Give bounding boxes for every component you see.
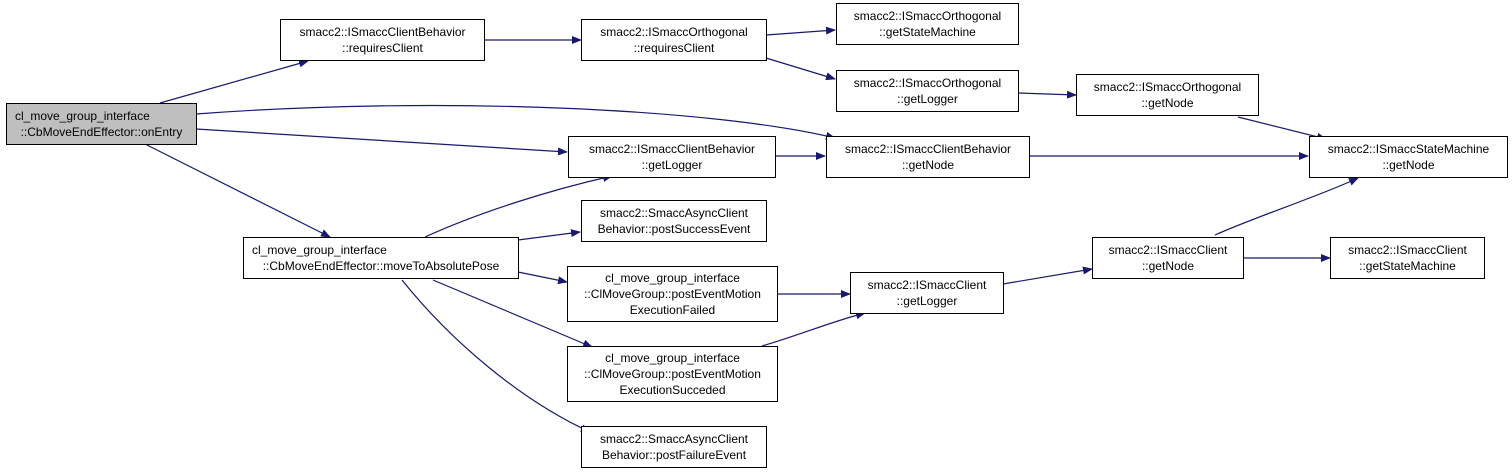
node-orth-getlogger-line2: ::getLogger xyxy=(897,92,958,106)
node-cb-requiresclient[interactable]: smacc2::ISmaccClientBehavior ::requiresC… xyxy=(280,19,485,61)
node-orth-getstatemachine-line2: ::getStateMachine xyxy=(879,25,976,39)
node-orth-getnode[interactable]: smacc2::ISmaccOrthogonal ::getNode xyxy=(1076,74,1259,116)
node-cb-getnode[interactable]: smacc2::ISmaccClientBehavior ::getNode xyxy=(826,136,1030,178)
node-orth-getstatemachine[interactable]: smacc2::ISmaccOrthogonal ::getStateMachi… xyxy=(836,3,1019,45)
node-movetoabsolutepose-line1: cl_move_group_interface xyxy=(252,243,387,257)
node-cb-requiresclient-line1: smacc2::ISmaccClientBehavior xyxy=(299,25,466,39)
edge-onentry-cb-requiresclient xyxy=(159,59,309,104)
node-sm-getnode[interactable]: smacc2::ISmaccStateMachine ::getNode xyxy=(1309,136,1508,178)
node-cb-getlogger[interactable]: smacc2::ISmaccClientBehavior ::getLogger xyxy=(568,136,776,178)
node-client-getlogger-line2: ::getLogger xyxy=(896,294,958,308)
node-postfailed-line2: ::ClMoveGroup::postEventMotion xyxy=(584,287,761,301)
node-client-getnode-line2: ::getNode xyxy=(1141,259,1195,273)
node-cb-getnode-line1: smacc2::ISmaccClientBehavior xyxy=(844,142,1012,156)
edge-onentry-cb-getlogger xyxy=(195,128,568,156)
node-postfailureevent[interactable]: smacc2::SmaccAsyncClient Behavior::postF… xyxy=(581,426,767,468)
node-cb-getlogger-line1: smacc2::ISmaccClientBehavior xyxy=(588,142,756,156)
edge-orth-getnode-sm-getnode xyxy=(1237,116,1327,141)
edge-orth-requiresclient-orth-getstatemachine xyxy=(765,26,836,36)
node-client-getlogger-line1: smacc2::ISmaccClient xyxy=(867,278,987,292)
node-orth-requiresclient-line1: smacc2::ISmaccOrthogonal xyxy=(600,25,748,39)
node-cb-getlogger-line2: ::getLogger xyxy=(641,158,703,172)
node-client-getstatemachine-line2: ::getStateMachine xyxy=(1359,259,1456,273)
edge-move-postfailed xyxy=(517,271,568,285)
node-postsucceded-line2: ::ClMoveGroup::postEventMotion xyxy=(584,367,761,381)
edge-orth-getlogger-orth-getnode xyxy=(1017,90,1077,99)
edge-orth-requiresclient-orth-getlogger xyxy=(765,57,836,81)
node-orth-getnode-line2: ::getNode xyxy=(1141,96,1194,110)
node-client-getstatemachine[interactable]: smacc2::ISmaccClient ::getStateMachine xyxy=(1330,237,1485,279)
node-postsuccessevent-line2: Behavior::postSuccessEvent xyxy=(597,222,751,236)
edge-postsucceded-client-getlogger xyxy=(761,311,866,347)
node-postfailed[interactable]: cl_move_group_interface ::ClMoveGroup::p… xyxy=(567,266,778,322)
edge-client-getnode-sm-getnode xyxy=(1214,177,1359,236)
node-postsuccessevent-line1: smacc2::SmaccAsyncClient xyxy=(599,206,749,220)
node-orth-requiresclient-line2: ::requiresClient xyxy=(633,41,715,55)
node-postsuccessevent[interactable]: smacc2::SmaccAsyncClient Behavior::postS… xyxy=(581,200,767,242)
edge-move-postsuccessevent xyxy=(517,229,581,241)
node-postsucceded-line1: cl_move_group_interface xyxy=(605,351,740,365)
node-orth-getlogger-line1: smacc2::ISmaccOrthogonal xyxy=(853,76,1002,90)
node-sm-getnode-line1: smacc2::ISmaccStateMachine xyxy=(1327,142,1490,156)
node-postfailureevent-line1: smacc2::SmaccAsyncClient xyxy=(599,432,749,446)
edge-onentry-movetoabsolutepose xyxy=(144,143,331,238)
node-postsucceded[interactable]: cl_move_group_interface ::ClMoveGroup::p… xyxy=(567,346,778,402)
node-orth-getstatemachine-line1: smacc2::ISmaccOrthogonal xyxy=(853,9,1002,23)
edge-move-postsucceded xyxy=(432,279,593,348)
node-postfailed-line3: ExecutionFailed xyxy=(629,303,716,317)
node-orth-getlogger[interactable]: smacc2::ISmaccOrthogonal ::getLogger xyxy=(836,70,1019,112)
node-movetoabsolutepose[interactable]: cl_move_group_interface ::CbMoveEndEffec… xyxy=(243,237,519,279)
node-postfailed-line1: cl_move_group_interface xyxy=(605,271,740,285)
node-postfailureevent-line2: Behavior::postFailureEvent xyxy=(601,448,747,462)
edge-move-cb-getlogger xyxy=(424,174,613,238)
node-client-getstatemachine-line1: smacc2::ISmaccClient xyxy=(1348,243,1467,257)
node-client-getnode[interactable]: smacc2::ISmaccClient ::getNode xyxy=(1092,237,1244,279)
node-sm-getnode-line2: ::getNode xyxy=(1382,158,1435,172)
node-onentry-line1: cl_move_group_interface xyxy=(15,109,150,123)
node-cb-getnode-line2: ::getNode xyxy=(901,158,955,172)
node-client-getnode-line1: smacc2::ISmaccClient xyxy=(1108,243,1228,257)
node-onentry: cl_move_group_interface ::CbMoveEndEffec… xyxy=(6,103,197,145)
edge-move-postfailureevent xyxy=(401,279,591,433)
edge-onentry-cb-getnode xyxy=(195,104,836,140)
node-cb-requiresclient-line2: ::requiresClient xyxy=(342,41,423,55)
node-orth-requiresclient[interactable]: smacc2::ISmaccOrthogonal ::requiresClien… xyxy=(581,19,767,61)
edge-client-getlogger-client-getnode xyxy=(1002,266,1093,285)
node-client-getlogger[interactable]: smacc2::ISmaccClient ::getLogger xyxy=(850,272,1004,314)
node-orth-getnode-line1: smacc2::ISmaccOrthogonal xyxy=(1093,80,1242,94)
node-postsucceded-line3: ExecutionSucceded xyxy=(619,383,726,397)
node-movetoabsolutepose-line2: ::CbMoveEndEffector::moveToAbsolutePose xyxy=(262,259,500,273)
node-onentry-line2: ::CbMoveEndEffector::onEntry xyxy=(20,125,183,139)
